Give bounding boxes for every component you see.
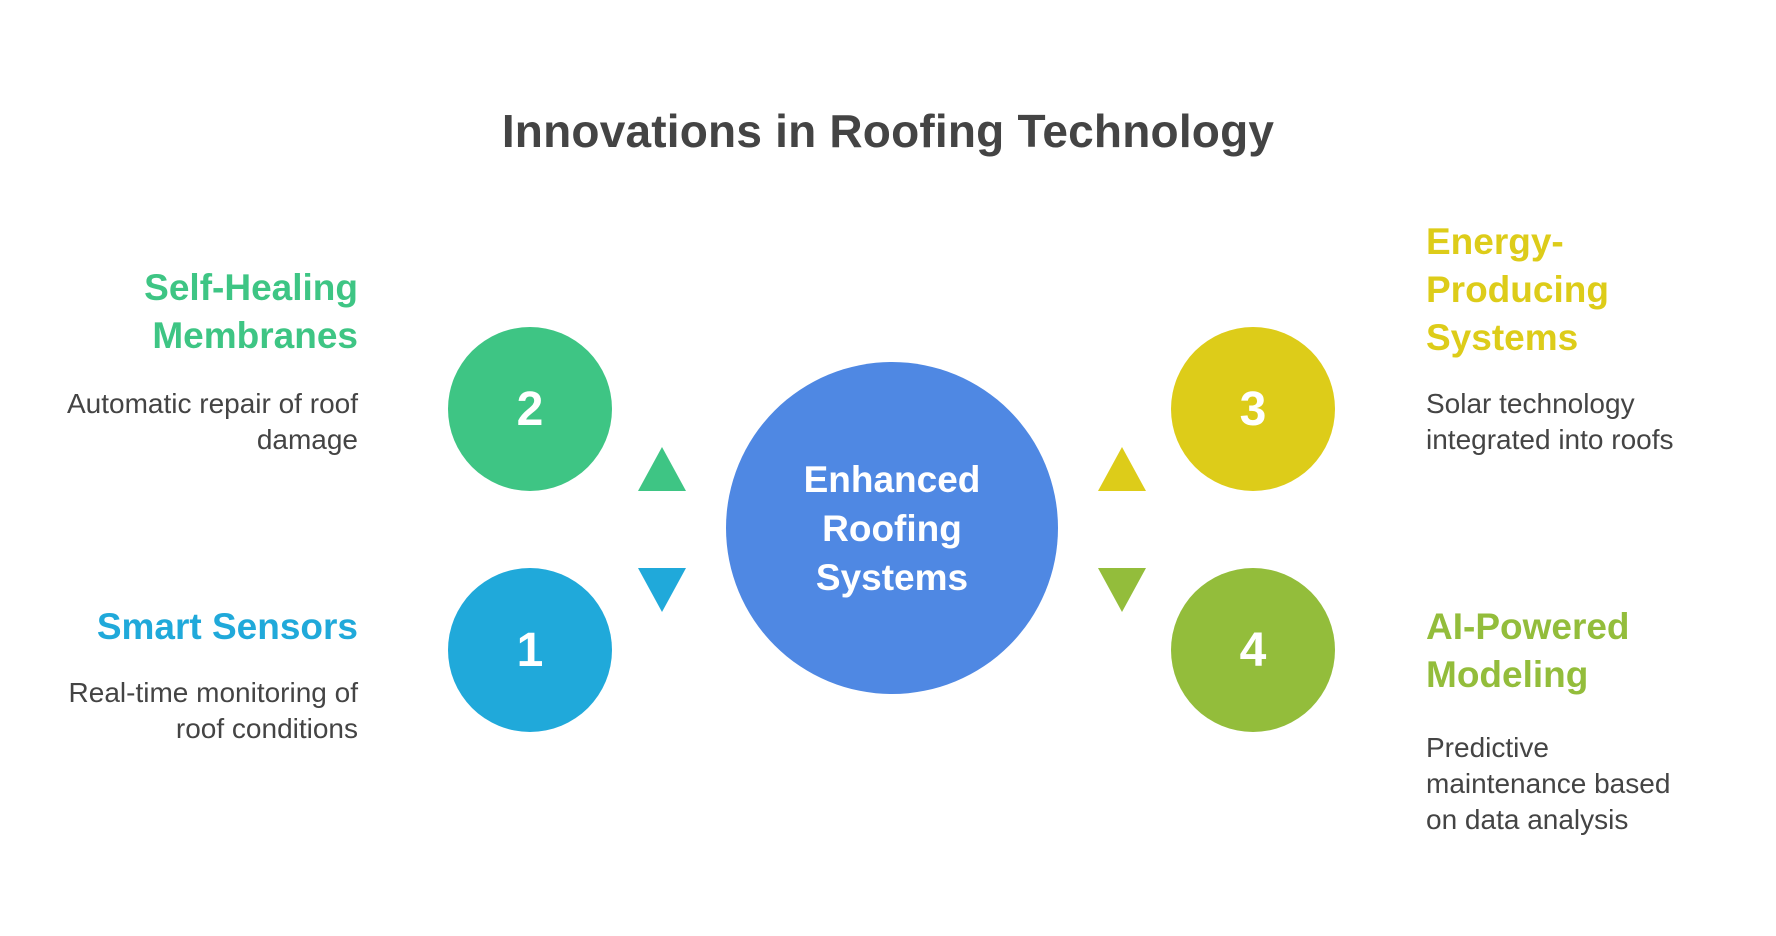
item-1-arrow [638,568,686,612]
item-3-title: Energy-Producing Systems [1426,221,1609,358]
item-2-arrow [638,447,686,491]
diagram-title: Innovations in Roofing Technology [501,105,1275,157]
item-1-circle: 1 [448,568,612,732]
item-2-title: Self-Healing Membranes [144,267,358,356]
item-2-description: Automatic repair of roof damage [66,388,358,455]
item-2-number: 2 [516,382,544,436]
item-4-number: 4 [1239,623,1267,677]
item-3-description: Solar technology integrated into roofs [1426,388,1674,455]
item-4-description: Predictive maintenance based on data ana… [1426,732,1671,835]
item-2-circle: 2 [448,327,612,491]
center-label: Enhanced Roofing Systems [803,458,981,598]
item-3-circle: 3 [1171,327,1335,491]
item-3-arrow [1098,447,1146,491]
item-4-arrow [1098,568,1146,612]
item-1-title: Smart Sensors [96,606,358,647]
item-1-description: Real-time monitoring of roof conditions [68,677,358,744]
item-4-title: AI-Powered Modeling [1426,606,1630,695]
item-4-circle: 4 [1171,568,1335,732]
item-3-number: 3 [1239,382,1267,436]
item-1-number: 1 [516,623,544,677]
center-circle: Enhanced Roofing Systems [726,362,1058,694]
